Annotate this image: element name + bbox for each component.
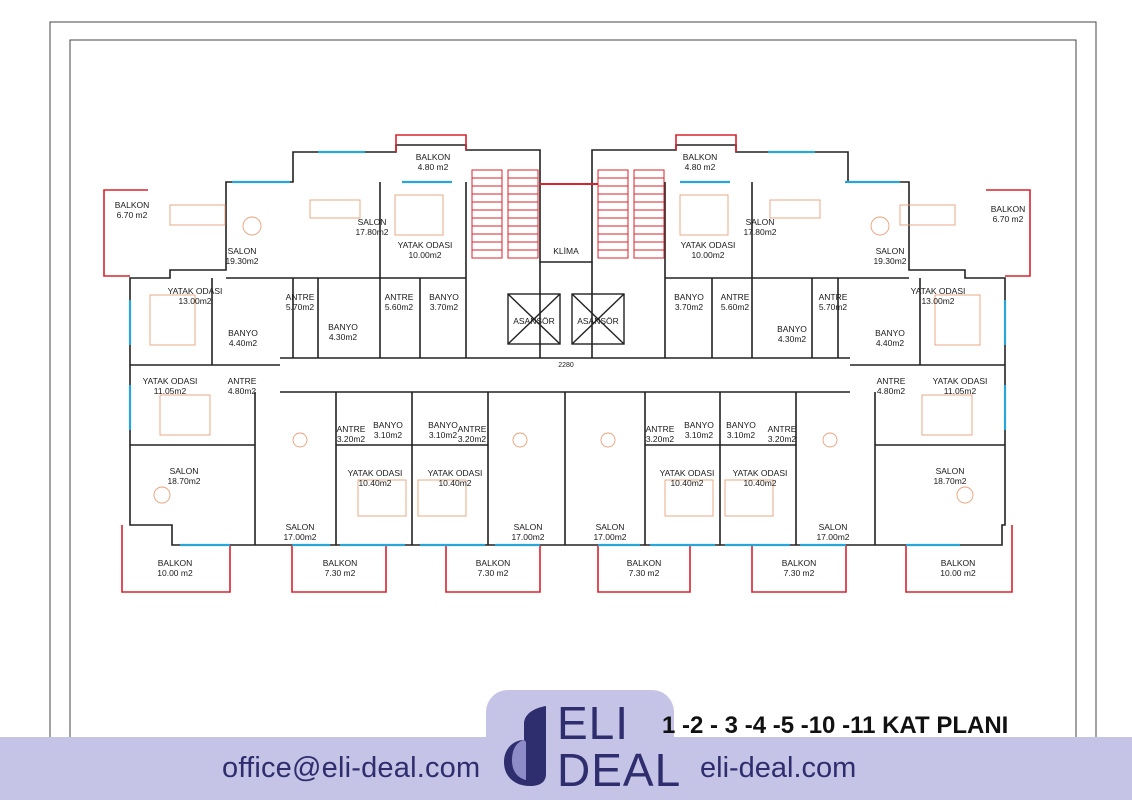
building-outline [129, 144, 1006, 546]
logo-text-eli: ELI [557, 697, 630, 749]
label-klima: KLİMA [553, 246, 579, 256]
elevator-shafts [507, 293, 625, 345]
eli-deal-logo-icon [504, 706, 546, 786]
label-asansor-2: ASANSÖR [577, 316, 619, 326]
label-asansor-1: ASANSÖR [513, 316, 555, 326]
email-link[interactable]: office@eli-deal.com [222, 752, 481, 784]
website-link[interactable]: eli-deal.com [700, 752, 857, 784]
corridor-dimension: 2280 [558, 362, 574, 369]
stairs [471, 169, 665, 259]
furniture [149, 194, 981, 517]
floor-plan-title: 1 -2 - 3 -4 -5 -10 -11 KAT PLANI [662, 712, 1009, 739]
logo-text-deal: DEAL [557, 744, 682, 796]
balconies [103, 134, 1031, 593]
sheet-outer-frame [49, 21, 1097, 783]
windows [128, 150, 1007, 547]
sheet-inner-frame [69, 39, 1077, 783]
